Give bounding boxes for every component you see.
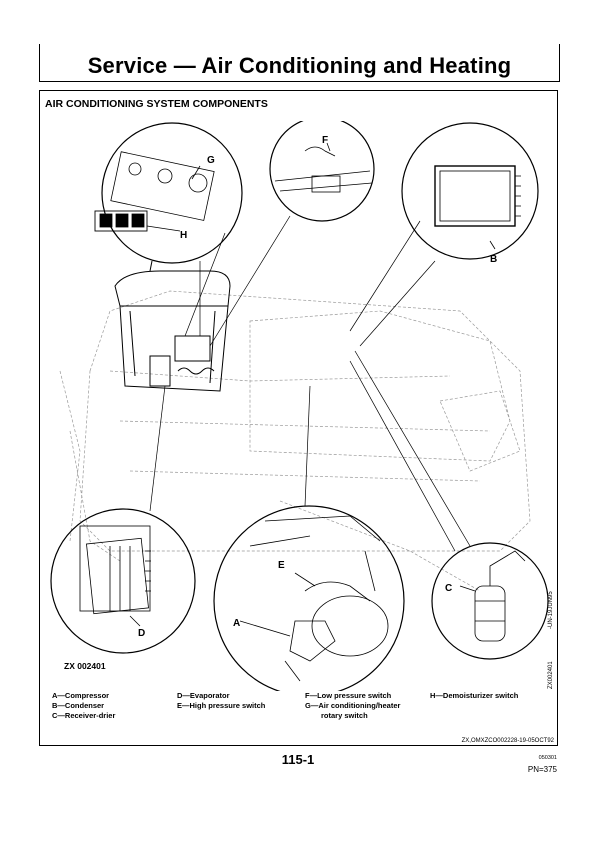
callout-f: F xyxy=(322,135,328,146)
page-number: 115-1 xyxy=(281,752,315,767)
legend-column-3: F—Low pressure switch G—Air conditioning… xyxy=(305,691,400,721)
legend-item: A—Compressor xyxy=(52,691,110,700)
legend-column-2: D—Evaporator E—High pressure switch xyxy=(177,691,265,711)
legend-item: F—Low pressure switch xyxy=(305,691,392,700)
title-bar: Service — Air Conditioning and Heating xyxy=(39,44,560,82)
legend-item: H—Demoisturizer switch xyxy=(430,691,519,700)
cab-drawing xyxy=(114,260,231,392)
detail-circle-f xyxy=(269,121,375,222)
detail-circle-gh xyxy=(94,122,243,264)
callout-a: A xyxy=(233,618,240,629)
machine-outline xyxy=(59,290,531,592)
section-heading: AIR CONDITIONING SYSTEM COMPONENTS xyxy=(45,98,268,110)
callout-d: D xyxy=(138,628,145,639)
figure-code: ZX 002401 xyxy=(64,661,106,671)
component-illustration: G H F B D E A C xyxy=(50,121,549,691)
callout-g: G xyxy=(207,155,215,166)
legend-item: rotary switch xyxy=(321,711,368,720)
side-code-2: ZX002401 xyxy=(548,661,554,689)
content-frame: AIR CONDITIONING SYSTEM COMPONENTS xyxy=(39,90,558,746)
callout-e: E xyxy=(278,560,285,571)
legend-item: C—Receiver-drier xyxy=(52,711,116,720)
page-title: Service — Air Conditioning and Heating xyxy=(87,53,512,78)
callout-h: H xyxy=(180,230,187,241)
legend-item: D—Evaporator xyxy=(177,691,230,700)
legend-column-1: A—Compressor B—Condenser C—Receiver-drie… xyxy=(52,691,115,721)
pn-number: PN=375 xyxy=(527,765,557,774)
date-code: 050301 xyxy=(538,755,557,761)
leader-lines xyxy=(149,215,471,552)
legend-item: B—Condenser xyxy=(52,701,105,710)
detail-circle-ae xyxy=(213,505,405,691)
detail-circle-b xyxy=(401,122,539,260)
callout-b: B xyxy=(490,254,497,265)
document-reference: ZX,OMXZCO002228-19-05OCT92 xyxy=(461,738,554,744)
side-code-1: -UN-19JUN95 xyxy=(548,591,554,629)
legend-column-4: H—Demoisturizer switch xyxy=(430,691,518,701)
legend-item: G—Air conditioning/heater xyxy=(305,701,401,710)
detail-circle-d xyxy=(50,508,196,654)
callout-c: C xyxy=(445,583,452,594)
detail-circle-c xyxy=(431,542,549,660)
legend-item: E—High pressure switch xyxy=(177,701,266,710)
